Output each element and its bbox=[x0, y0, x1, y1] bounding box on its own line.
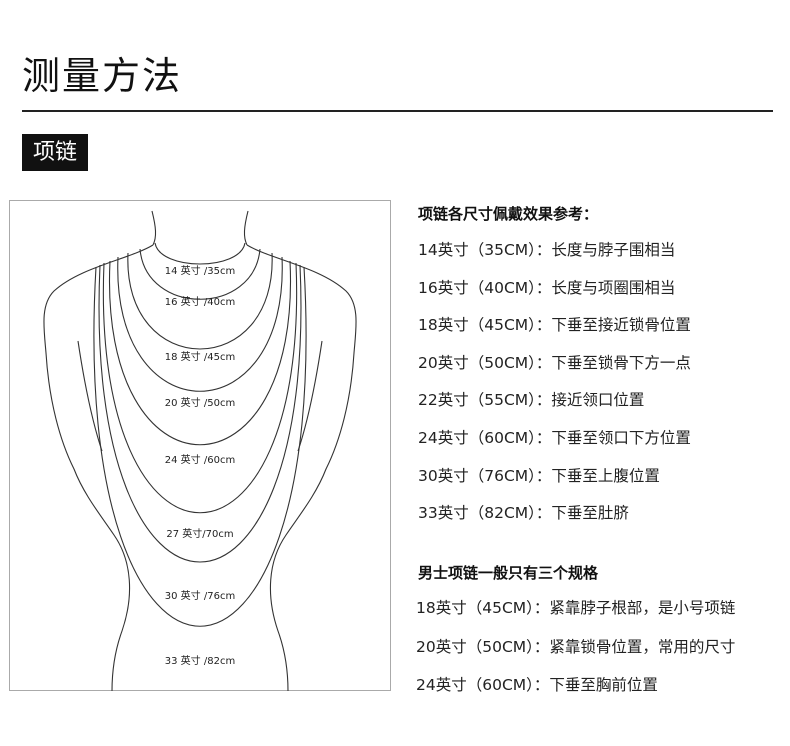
reference-row: 33英寸（82CM）：下垂至肚脐 bbox=[418, 504, 629, 523]
torso-outline-right bbox=[246, 244, 357, 692]
chain-line-16 bbox=[139, 248, 261, 300]
reference-list: 14英寸（35CM）：长度与脖子围相当 16英寸（40CM）：长度与项圈围相当 … bbox=[418, 240, 691, 541]
neck-outline-right bbox=[243, 210, 249, 246]
torso-diagram-svg: 14 英寸 /35cm 16 英寸 /40cm 18 英寸 /45cm 20 英… bbox=[43, 210, 357, 692]
men-size-row: 20英寸（50CM）：紧靠锁骨位置，常用的尺寸 bbox=[416, 637, 736, 656]
reference-row: 14英寸（35CM）：长度与脖子围相当 bbox=[418, 241, 676, 259]
chain-label-14: 14 英寸 /35cm bbox=[165, 264, 235, 277]
chain-label-20: 20 英寸 /50cm bbox=[165, 396, 235, 409]
men-size-row: 24英寸（60CM）：下垂至胸前位置 bbox=[416, 676, 658, 694]
reference-row: 20英寸（50CM）：下垂至锁骨下方一点 bbox=[418, 353, 691, 372]
chain-label-16: 16 英寸 /40cm bbox=[165, 295, 235, 308]
reference-row: 24英寸（60CM）：下垂至领口下方位置 bbox=[418, 428, 691, 447]
reference-row: 18英寸（45CM）：下垂至接近锁骨位置 bbox=[418, 316, 691, 335]
chain-line-24 bbox=[108, 260, 292, 446]
chain-line-27 bbox=[102, 262, 298, 514]
reference-row: 16英寸（40CM）：长度与项圈围相当 bbox=[418, 278, 676, 297]
chain-label-33: 33 英寸 /82cm bbox=[165, 654, 235, 667]
men-sizes-heading: 男士项链一般只有三个规格 bbox=[418, 564, 599, 582]
chain-label-18: 18 英寸 /45cm bbox=[165, 350, 235, 363]
men-size-row: 18英寸（45CM）：紧靠脖子根部，是小号项链 bbox=[416, 599, 736, 617]
section-label-necklace: 项链 bbox=[22, 134, 88, 171]
chain-line-18 bbox=[127, 252, 273, 350]
chain-line-30 bbox=[98, 264, 302, 563]
chain-label-30: 30 英寸 /76cm bbox=[165, 589, 235, 602]
torso-outline-left bbox=[43, 244, 154, 692]
title-divider bbox=[22, 110, 773, 112]
reference-row: 30英寸（76CM）：下垂至上腹位置 bbox=[418, 466, 660, 485]
armpit-crease-right bbox=[297, 340, 323, 452]
chain-label-24: 24 英寸 /60cm bbox=[165, 453, 235, 466]
chain-line-14 bbox=[154, 242, 246, 265]
chain-label-27: 27 英寸/70cm bbox=[166, 527, 233, 540]
men-sizes-list: 18英寸（45CM）：紧靠脖子根部，是小号项链 20英寸（50CM）：紧靠锁骨位… bbox=[416, 598, 735, 714]
page-title: 测量方法 bbox=[22, 54, 183, 98]
neck-outline-left bbox=[151, 210, 157, 246]
necklace-length-diagram: 14 英寸 /35cm 16 英寸 /40cm 18 英寸 /45cm 20 英… bbox=[9, 200, 391, 692]
reference-row: 22英寸（55CM）：接近领口位置 bbox=[418, 391, 645, 410]
reference-heading: 项链各尺寸佩戴效果参考： bbox=[418, 205, 599, 223]
chain-line-20 bbox=[117, 256, 283, 392]
armpit-crease-left bbox=[77, 340, 103, 452]
chain-line-33 bbox=[93, 266, 307, 627]
